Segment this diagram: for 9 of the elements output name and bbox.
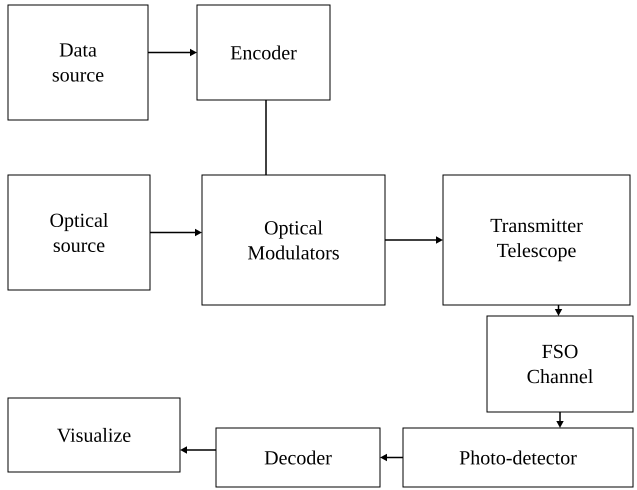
process-box: Optical Modulators — [202, 174, 386, 306]
process-box: Data source — [8, 4, 148, 120]
process-box: Transmitter Telescope — [442, 174, 630, 306]
process-box: Encoder — [196, 4, 330, 100]
process-box: FSO Channel — [486, 316, 634, 412]
process-box: Visualize — [8, 398, 180, 472]
process-box: Decoder — [216, 428, 380, 488]
process-box: Optical source — [8, 174, 150, 290]
process-box: Photo-detector — [402, 428, 634, 488]
